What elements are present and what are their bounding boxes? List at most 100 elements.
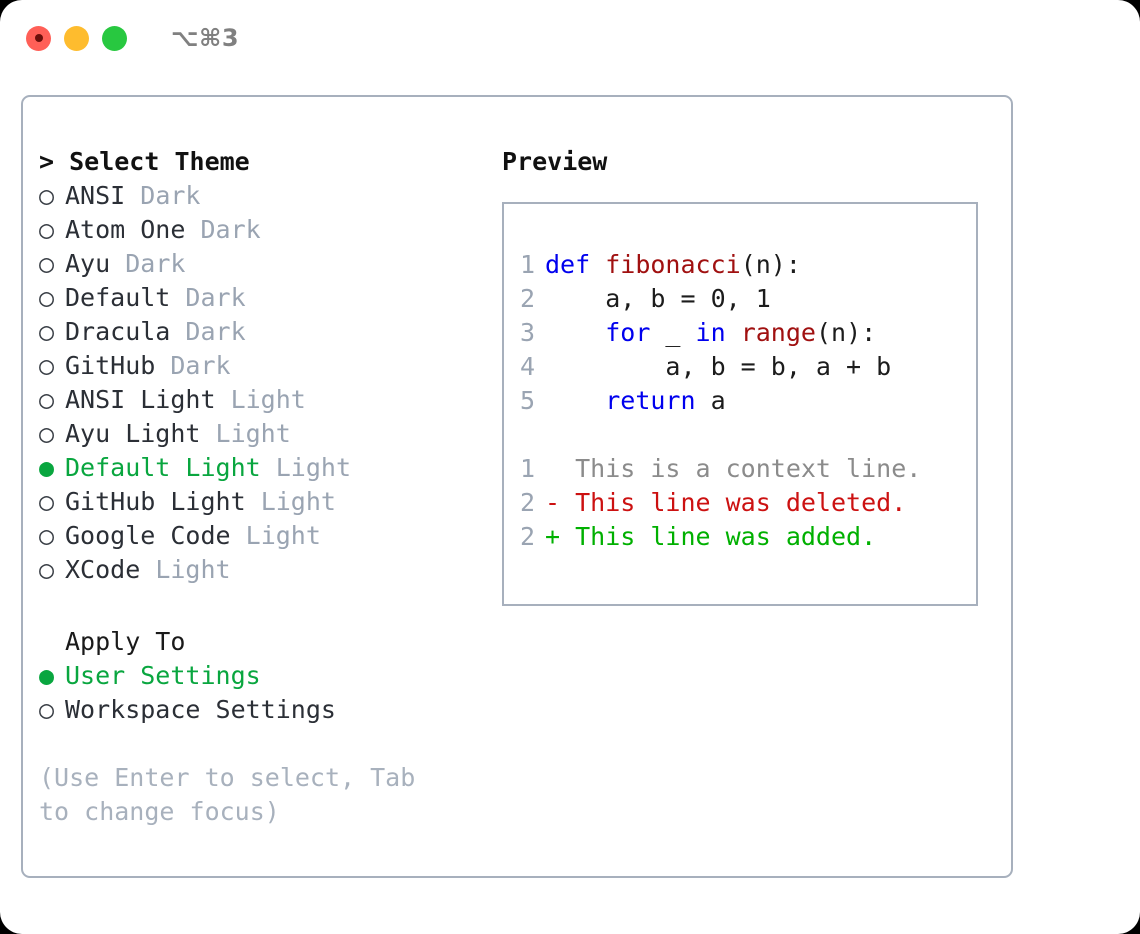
line-number: 5 <box>520 386 536 415</box>
radio-unselected-icon: ○ <box>39 283 55 312</box>
code-token: fibonacci <box>605 250 741 279</box>
diff-marker: - <box>545 488 561 517</box>
theme-list-column: > Select Theme ○ANSI Dark○Atom One Dark○… <box>39 145 489 829</box>
line-number: 2 <box>520 284 536 313</box>
close-icon <box>34 34 43 42</box>
theme-category: Light <box>275 453 351 482</box>
code-token: a, b = 0, 1 <box>545 284 771 313</box>
code-line: 5 return a <box>520 384 976 418</box>
theme-option-github[interactable]: ○GitHub Dark <box>39 349 489 383</box>
diff-marker: + <box>545 522 561 551</box>
theme-option-dracula[interactable]: ○ Dracula Dark <box>39 315 489 349</box>
theme-option-ansi-light[interactable]: ○ANSI Light Light <box>39 383 489 417</box>
theme-category: Dark <box>185 317 246 346</box>
spacer <box>155 351 170 380</box>
diff-line-add: 2 + This line was added. <box>520 520 976 554</box>
code-token <box>545 318 605 347</box>
apply-option-label: Workspace Settings <box>65 695 336 724</box>
code-line: 3 for _ in range(n): <box>520 316 976 350</box>
spacer <box>231 521 246 550</box>
theme-category: Light <box>215 419 291 448</box>
radio-unselected-icon: ○ <box>39 215 55 244</box>
line-number: 1 <box>520 250 536 279</box>
spacer <box>110 249 125 278</box>
spacer <box>140 555 155 584</box>
theme-category: Dark <box>200 215 261 244</box>
spacer <box>185 215 200 244</box>
theme-category: Light <box>260 487 336 516</box>
diff-line-dim: 1 This is a context line. <box>520 452 976 486</box>
window-controls <box>26 25 127 51</box>
spacer <box>170 283 185 312</box>
theme-name: GitHub Light <box>65 487 246 516</box>
apply-to-header: Apply To <box>65 627 186 656</box>
radio-unselected-icon: ○ <box>39 351 55 380</box>
theme-name: Default Light <box>65 453 261 482</box>
theme-name: ANSI <box>65 181 126 210</box>
diff-sample: 1 This is a context line.2- This line wa… <box>520 452 976 554</box>
theme-option-default[interactable]: ○ Default Dark <box>39 281 489 315</box>
code-token: (n): <box>815 318 877 347</box>
apply-option-user-settings[interactable]: ●User Settings <box>39 659 489 693</box>
theme-picker-panel: > Select Theme ○ANSI Dark○Atom One Dark○… <box>21 95 1013 878</box>
theme-name: Ayu Light <box>65 419 201 448</box>
close-button[interactable] <box>26 25 51 51</box>
minimize-button[interactable] <box>64 25 89 51</box>
diff-text: This is a context line. <box>560 454 922 483</box>
select-theme-header: > Select Theme <box>39 147 250 176</box>
theme-name: Atom One <box>65 215 186 244</box>
apply-option-workspace-settings[interactable]: ○ Workspace Settings <box>39 693 489 727</box>
theme-option-xcode[interactable]: ○XCode Light <box>39 553 489 587</box>
diff-text: This line was added. <box>560 522 877 551</box>
diff-line-del: 2- This line was deleted. <box>520 486 976 520</box>
code-token: a, b = b, a + b <box>545 352 892 381</box>
preview-header: Preview <box>502 147 608 176</box>
code-token: in <box>695 318 726 347</box>
code-token: (n): <box>740 250 801 279</box>
diff-text: This line was deleted. <box>560 488 907 517</box>
radio-unselected-icon: ○ <box>39 385 55 414</box>
theme-option-google-code[interactable]: ○Google Code Light <box>39 519 489 553</box>
code-line: 2 a, b = 0, 1 <box>520 282 976 316</box>
radio-unselected-icon: ○ <box>39 419 55 448</box>
radio-unselected-icon: ○ <box>39 695 55 724</box>
theme-option-ansi[interactable]: ○ANSI Dark <box>39 179 489 213</box>
line-number: 4 <box>520 352 536 381</box>
theme-option-atom-one[interactable]: ○ Atom One Dark <box>39 213 489 247</box>
title-bar: ⌥⌘3 <box>0 0 1140 76</box>
line-number: 1 <box>520 454 536 483</box>
code-token: for <box>605 318 651 347</box>
maximize-button[interactable] <box>102 25 127 51</box>
theme-category: Light <box>245 521 321 550</box>
theme-option-ayu-light[interactable]: ○ Ayu Light Light <box>39 417 489 451</box>
radio-selected-icon: ● <box>39 453 55 482</box>
theme-option-ayu[interactable]: ○Ayu Dark <box>39 247 489 281</box>
code-diff-spacer <box>520 418 976 452</box>
code-token <box>726 318 741 347</box>
theme-category: Dark <box>125 249 186 278</box>
code-token <box>545 386 605 415</box>
theme-option-github-light[interactable]: ○GitHub Light Light <box>39 485 489 519</box>
code-token: a <box>695 386 726 415</box>
radio-unselected-icon: ○ <box>39 317 55 346</box>
theme-category: Dark <box>185 283 246 312</box>
spacer <box>200 419 215 448</box>
theme-category: Dark <box>170 351 231 380</box>
apply-to-list: ●User Settings○ Workspace Settings <box>39 659 489 727</box>
line-number: 2 <box>520 522 536 551</box>
radio-unselected-icon: ○ <box>39 249 55 278</box>
theme-name: Default <box>65 283 171 312</box>
code-token: return <box>605 386 696 415</box>
spacer <box>246 487 261 516</box>
theme-name: XCode <box>65 555 141 584</box>
theme-name: Dracula <box>65 317 171 346</box>
radio-unselected-icon: ○ <box>39 555 55 584</box>
code-token: def <box>545 250 591 279</box>
theme-list: ○ANSI Dark○Atom One Dark○Ayu Dark○Defaul… <box>39 179 489 587</box>
radio-selected-icon: ● <box>39 661 55 690</box>
theme-option-default-light[interactable]: ● Default Light Light <box>39 451 489 485</box>
